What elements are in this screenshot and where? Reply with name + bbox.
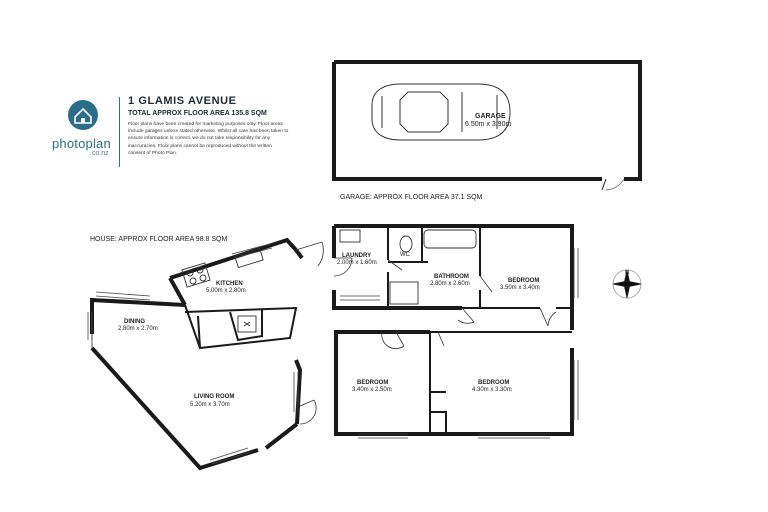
logo-domain: .co.nz <box>90 150 109 157</box>
wc-label: WC <box>400 252 411 258</box>
interior-walls <box>184 226 572 434</box>
stove-icon <box>181 262 211 288</box>
sink-icon <box>234 247 264 269</box>
living-room-dims: 5.20m x 3.70m <box>190 402 230 408</box>
garage-label: GARAGE <box>475 113 506 120</box>
bath-icon <box>423 229 477 249</box>
windows <box>87 243 579 465</box>
total-floor-area: TOTAL APPROX FLOOR AREA 135.8 SQM <box>128 110 267 117</box>
disclaimer-text: Floor plans have been created for market… <box>128 122 289 156</box>
bathroom-label: BATHROOM <box>434 274 469 280</box>
bedroom-3-label: BEDROOM <box>478 380 509 386</box>
laundry-label: LAUNDRY <box>342 253 371 259</box>
fixtures <box>181 229 477 333</box>
bedroom-1-label: BEDROOM <box>508 278 539 284</box>
property-title: 1 GLAMIS AVENUE <box>128 95 237 107</box>
car-icon <box>371 83 511 141</box>
laundry-dims: 2.00m x 1.60m <box>337 260 377 266</box>
compass-icon <box>612 269 642 299</box>
house-area-note: HOUSE: APPROX FLOOR AREA 98.8 SQM <box>90 236 227 243</box>
photoplan-logo-icon <box>68 100 98 130</box>
house-outer-walls <box>90 224 574 471</box>
kitchen-label: KITCHEN <box>216 281 243 287</box>
toilet-icon <box>399 235 413 253</box>
garage-dims: 6.50m x 3.90m <box>465 121 511 128</box>
door-swings <box>91 241 557 425</box>
kitchen-dims: 5.00m x 2.80m <box>206 288 246 294</box>
compass-north: N <box>625 270 629 276</box>
bedroom-2-label: BEDROOM <box>357 380 388 386</box>
dining-dims: 2.80m x 2.70m <box>118 326 158 332</box>
bathroom-dims: 2.80m x 2.60m <box>430 281 470 287</box>
bedroom-1-dims: 3.50m x 3.40m <box>500 285 540 291</box>
living-room-label: LIVING ROOM <box>194 394 234 400</box>
header-divider <box>119 97 120 167</box>
bedroom-2-dims: 3.40m x 2.50m <box>352 387 392 393</box>
garage-outline <box>332 60 642 191</box>
bedroom-3-dims: 4.30m x 3.30m <box>472 387 512 393</box>
logo-wordmark: photoplan <box>52 136 111 151</box>
garage-area-note: GARAGE: APPROX FLOOR AREA 37.1 SQM <box>340 194 483 201</box>
appliance-icon <box>237 315 257 333</box>
dining-label: DINING <box>124 319 145 325</box>
tub-icon <box>339 229 361 243</box>
shower-icon <box>389 281 419 305</box>
